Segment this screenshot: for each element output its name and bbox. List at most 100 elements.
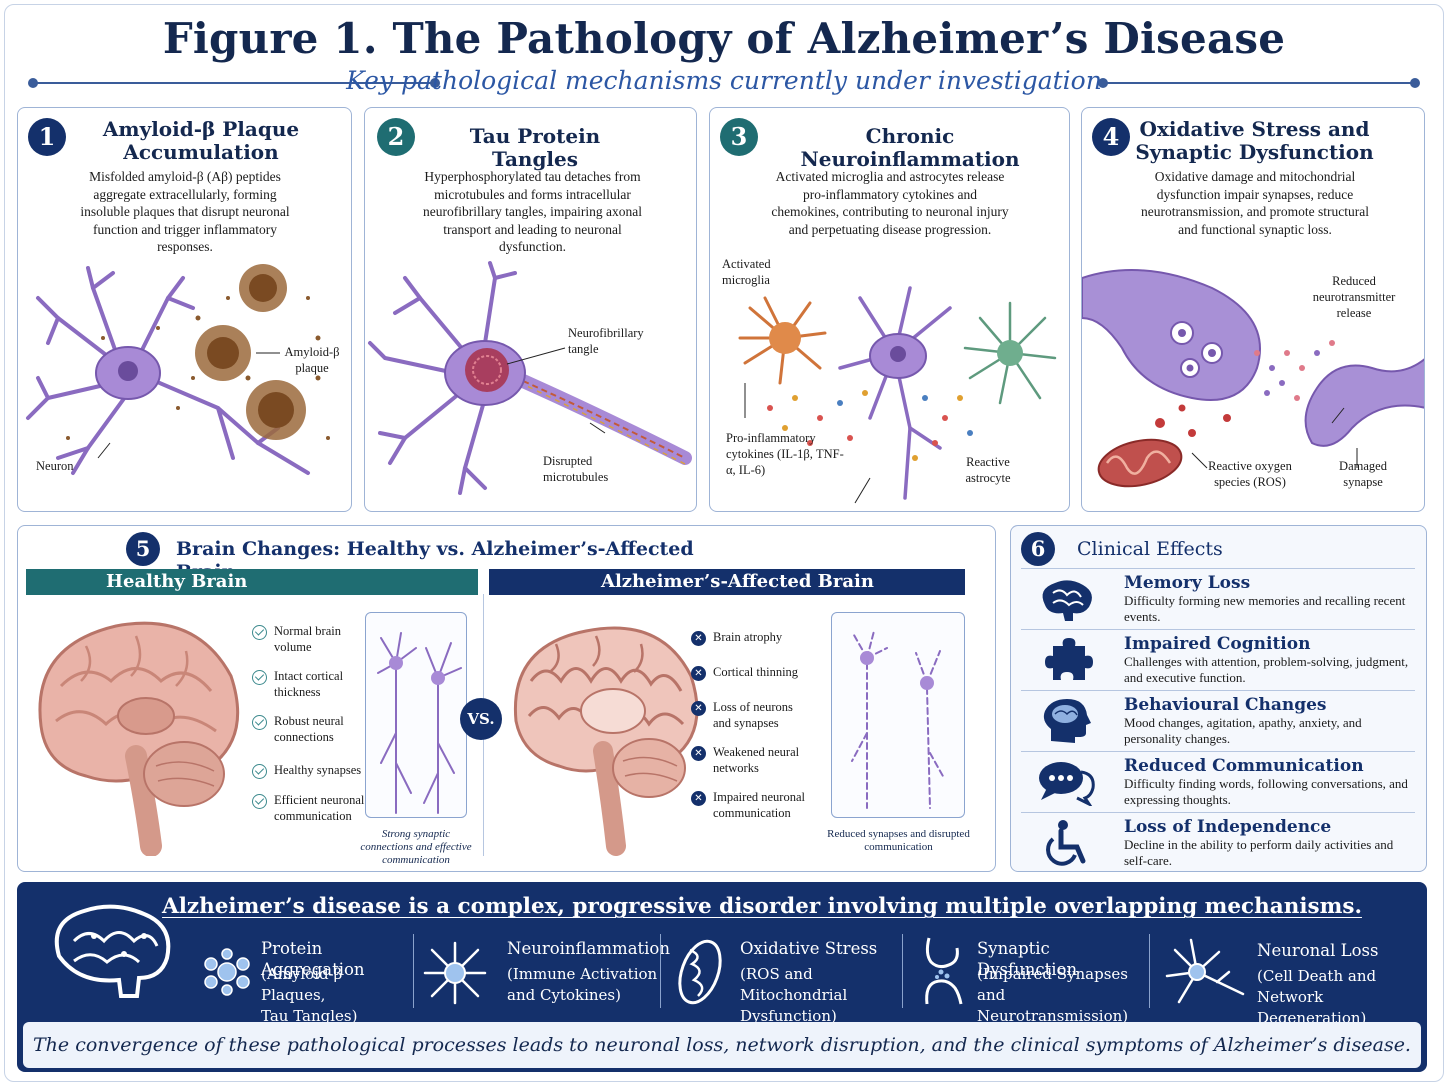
label-neuron: Neuron <box>36 459 74 473</box>
healthy-item: Normal brain volume <box>252 624 369 655</box>
affected-brain-heading: Alzheimer’s-Affected Brain <box>489 569 965 595</box>
affected-brain-illustration <box>513 626 699 856</box>
clinical-item-text: Difficulty finding words, following conv… <box>1124 776 1408 807</box>
clinical-item-text: Challenges with attention, problem-solvi… <box>1124 654 1409 685</box>
panel-number-badge: 6 <box>1021 532 1055 566</box>
mechanism-item: Synaptic Dysfunction (Impaired Synapses … <box>902 934 1152 1025</box>
clinical-item-title: Loss of Independence <box>1124 817 1332 837</box>
panel-number-badge: 1 <box>28 118 66 156</box>
affected-neurons-inset <box>831 612 965 818</box>
panel-description: Activated microglia and astrocytes relea… <box>771 169 1009 237</box>
affected-item: ✕Impaired neuronal communication <box>691 790 823 821</box>
mechanism-title: Neuronal Loss <box>1257 941 1379 960</box>
clinical-item: Reduced Communication Difficulty finding… <box>1021 751 1415 811</box>
tau-illustration <box>368 261 692 495</box>
clinical-item-text: Mood changes, agitation, apathy, anxiety… <box>1124 715 1362 746</box>
label-amyloid-plaque: Amyloid-β plaque <box>284 345 340 375</box>
affected-item: ✕Weakened neural networks <box>691 745 823 776</box>
label-reactive-astrocyte: Reactive astrocyte <box>965 455 1011 485</box>
panel-clinical-effects: 6 Clinical Effects Memory Loss Difficult… <box>1010 525 1427 872</box>
cytokine-dots <box>767 390 973 461</box>
subtitle-row: Key pathological mechanisms currently un… <box>28 66 1420 100</box>
ros-stars <box>1155 404 1231 437</box>
immune-cell-icon <box>423 941 487 1005</box>
label-cytokines: Pro-inflammatory cytokines (IL-1β, TNF-α… <box>726 431 844 477</box>
synapse-illustration <box>1082 269 1424 488</box>
protein-aggregate-icon <box>204 948 250 996</box>
healthy-caption: Strong synaptic connections and effectiv… <box>360 828 472 866</box>
healthy-brain-illustration <box>38 621 240 856</box>
clinical-item: Behavioural Changes Mood changes, agitat… <box>1021 690 1415 750</box>
panel-title: Tau Protein Tangles <box>469 124 601 171</box>
clinical-item: Impaired Cognition Challenges with atten… <box>1021 629 1415 689</box>
neurotransmitter-dots <box>1254 340 1335 401</box>
figure-frame <box>4 4 1444 1082</box>
panel-description: Oxidative damage and mitochondrial dysfu… <box>1141 169 1369 237</box>
healthy-neurons-inset <box>365 612 467 818</box>
synapse-icon <box>925 937 963 1005</box>
clinical-item-title: Reduced Communication <box>1124 756 1364 776</box>
affected-item: ✕Cortical thinning <box>691 665 818 681</box>
tangle-mark <box>465 348 509 392</box>
clinical-item: Loss of Independence Decline in the abil… <box>1021 812 1415 871</box>
healthy-item: Robust neural connections <box>252 714 369 745</box>
panel-description: Hyperphosphorylated tau detaches from mi… <box>423 169 642 254</box>
brain-icon <box>1042 580 1092 621</box>
summary-conclusion: The convergence of these pathological pr… <box>23 1022 1421 1068</box>
panel-neuroinflammation: 3 Chronic Neuroinflammation Activated mi… <box>709 107 1070 512</box>
healthy-item: Intact cortical thickness <box>252 669 369 700</box>
affected-item: ✕Loss of neurons and synapses <box>691 700 813 731</box>
figure-subtitle: Key pathological mechanisms currently un… <box>346 66 1102 95</box>
summary-banner: Alzheimer’s disease is a complex, progre… <box>17 882 1427 1072</box>
mitochondria-icon <box>678 939 722 1005</box>
vs-badge: VS. <box>460 698 502 740</box>
clinical-item-text: Decline in the ability to perform daily … <box>1124 837 1394 868</box>
affected-caption: Reduced synapses and disrupted communica… <box>827 828 970 853</box>
clinical-item: Memory Loss Difficulty forming new memor… <box>1021 568 1415 628</box>
panel-number-badge: 4 <box>1092 118 1130 156</box>
panel-number-badge: 3 <box>720 118 758 156</box>
head-profile-icon <box>1043 699 1091 743</box>
mechanism-title: Neuroinflammation <box>507 939 670 958</box>
label-neurofibrillary-tangle: Neurofibrillary tangle <box>568 326 644 356</box>
healthy-brain-heading: Healthy Brain <box>26 569 478 595</box>
panel-brain-changes: 5 Brain Changes: Healthy vs. Alzheimer’s… <box>17 525 996 872</box>
clinical-item-title: Memory Loss <box>1124 573 1251 593</box>
puzzle-icon <box>1045 638 1093 680</box>
healthy-item: Healthy synapses <box>252 763 374 779</box>
neuron-icon <box>1165 938 1245 1004</box>
panel-number-badge: 5 <box>126 532 160 566</box>
panel-number-badge: 2 <box>377 118 415 156</box>
label-disrupted-microtubules: Disrupted microtubules <box>543 454 609 484</box>
mechanism-desc: (Amyloid-β Plaques,Tau Tangles) <box>261 965 358 1025</box>
mitochondrion <box>1097 438 1183 488</box>
affected-item: ✕Brain atrophy <box>691 630 818 646</box>
brain-outline-icon <box>54 904 171 998</box>
plaque-cluster <box>66 264 330 440</box>
mechanism-title: Synaptic Dysfunction <box>977 939 1078 979</box>
wheelchair-icon <box>1046 820 1086 866</box>
panel-title: Chronic Neuroinflammation <box>800 124 1020 171</box>
summary-headline: Alzheimer’s disease is a complex, progre… <box>162 894 1362 919</box>
panel-description: Misfolded amyloid-β (Aβ) peptides aggreg… <box>80 169 290 254</box>
label-activated-microglia: Activated microglia <box>722 257 771 287</box>
figure-title: Figure 1. The Pathology of Alzheimer’s D… <box>162 14 1286 63</box>
clinical-item-title: Behavioural Changes <box>1124 695 1327 715</box>
label-reduced-release: Reduced neurotransmitter release <box>1312 274 1396 320</box>
healthy-item: Efficient neuronal communication <box>252 793 369 824</box>
inflammation-illustration <box>738 286 1057 504</box>
clinical-item-text: Difficulty forming new memories and reca… <box>1124 593 1406 624</box>
panel-title: Clinical Effects <box>1077 538 1223 560</box>
mechanism-title: Oxidative Stress <box>740 939 878 958</box>
mechanism-title: Protein Aggregation <box>261 939 365 979</box>
panel-tau: 2 Tau Protein Tangles Hyperphosphorylate… <box>364 107 697 512</box>
mechanism-item: Protein Aggregation (Amyloid-β Plaques,T… <box>197 934 407 1025</box>
amyloid-illustration <box>26 264 330 475</box>
